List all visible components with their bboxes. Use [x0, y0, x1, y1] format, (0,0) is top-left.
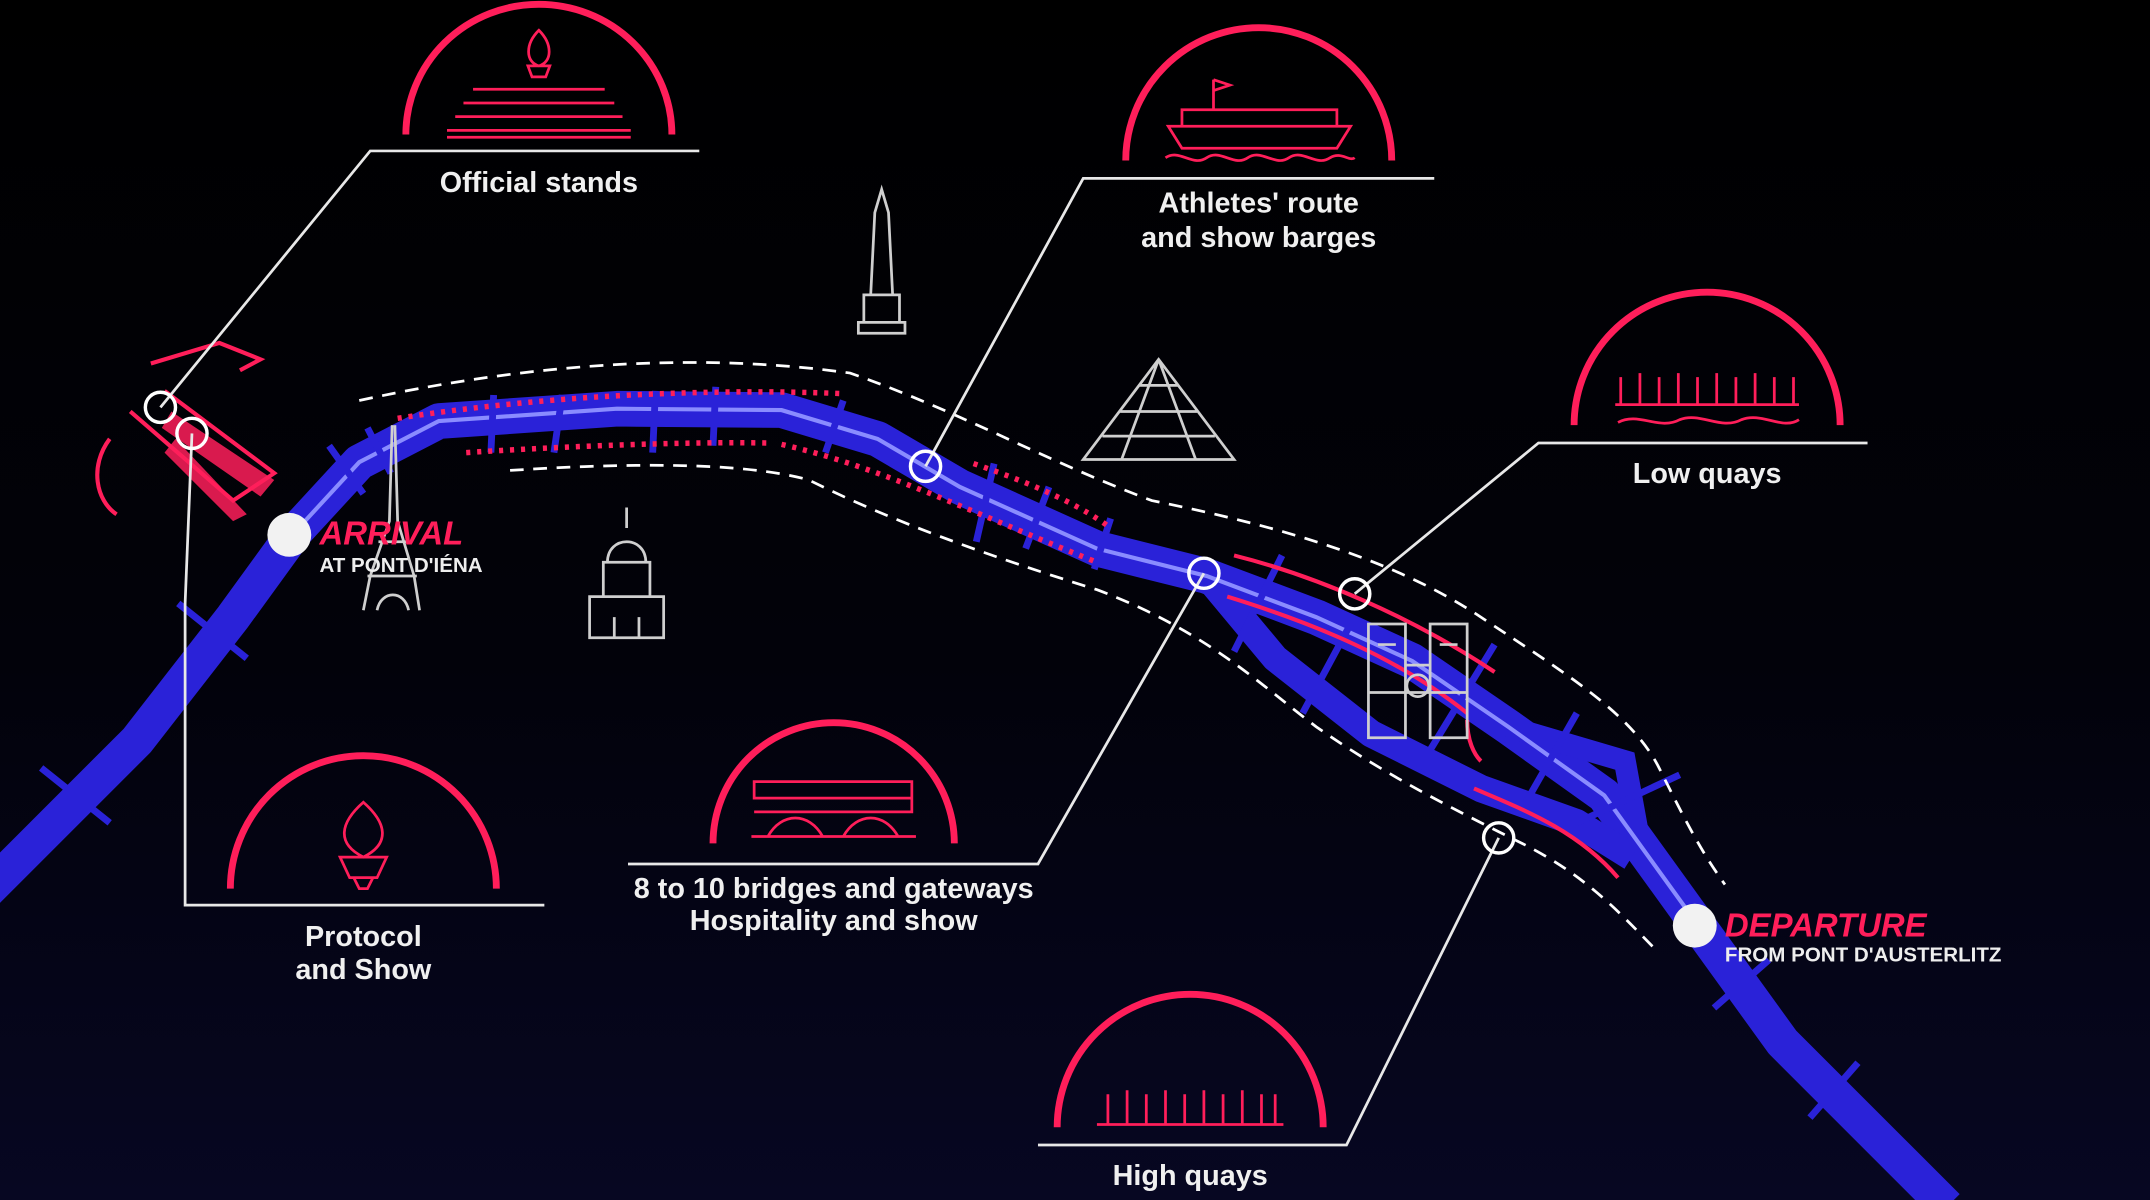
callout-high-quays: High quays [1053, 990, 1327, 1192]
callout-label: Protocol [305, 921, 422, 953]
marker-low-quays[interactable] [1337, 577, 1372, 611]
callout-label: and show barges [1141, 222, 1376, 254]
louvre-pyramid-icon [1080, 357, 1237, 461]
callout-label: and Show [295, 954, 432, 986]
marker-bridges[interactable] [1187, 556, 1221, 591]
departure-point[interactable] [1672, 903, 1717, 948]
invalides-dome-icon [588, 507, 666, 640]
marker-official-stands[interactable] [143, 390, 178, 425]
marker-protocol[interactable] [175, 416, 209, 451]
obelisk-icon [856, 184, 907, 335]
callout-label: High quays [1113, 1160, 1268, 1192]
leader-lines [159, 149, 1868, 1147]
stands-flame-icon [447, 28, 631, 139]
marker-athletes-route[interactable] [908, 449, 943, 484]
departure-subtitle: FROM PONT D'AUSTERLITZ [1725, 943, 2002, 966]
callout-low-quays: Low quays [1570, 288, 1844, 490]
callout-label: Low quays [1633, 458, 1782, 490]
callout-athletes-route: Athletes' route and show barges [1122, 24, 1396, 254]
callout-label: 8 to 10 bridges and gateways [634, 873, 1034, 905]
callout-label: Hospitality and show [690, 905, 978, 937]
bridge-icon [751, 780, 916, 838]
callout-official-stands: Official stands [402, 0, 676, 199]
crowd-icon [1615, 373, 1800, 425]
arrival-title: ARRIVAL [318, 514, 463, 551]
marker-high-quays[interactable] [1481, 821, 1516, 855]
callout-label: Official stands [440, 167, 638, 199]
callout-protocol-show: Protocol and Show [226, 752, 500, 986]
crowd-icon [1096, 1090, 1284, 1126]
departure-title: DEPARTURE [1725, 907, 1928, 944]
dome-frame [226, 752, 500, 889]
notre-dame-icon [1367, 622, 1469, 740]
dome-frame [1053, 990, 1327, 1128]
arrival-point[interactable] [267, 512, 312, 557]
dome-frame [1122, 24, 1396, 161]
torch-icon [337, 800, 389, 891]
eiffel-tower-icon [362, 425, 421, 611]
quay-outlines [358, 361, 1727, 955]
dome-frame [1570, 288, 1844, 426]
callout-bridges: 8 to 10 bridges and gateways Hospitality… [634, 719, 1034, 937]
location-markers [143, 390, 1717, 948]
dome-frame [402, 0, 676, 135]
concorde-stands-icon [95, 340, 278, 522]
arrival-subtitle: AT PONT D'IÉNA [319, 554, 482, 577]
barge-icon [1164, 78, 1356, 162]
dome-frame [709, 719, 958, 844]
callout-label: Athletes' route [1159, 188, 1359, 220]
